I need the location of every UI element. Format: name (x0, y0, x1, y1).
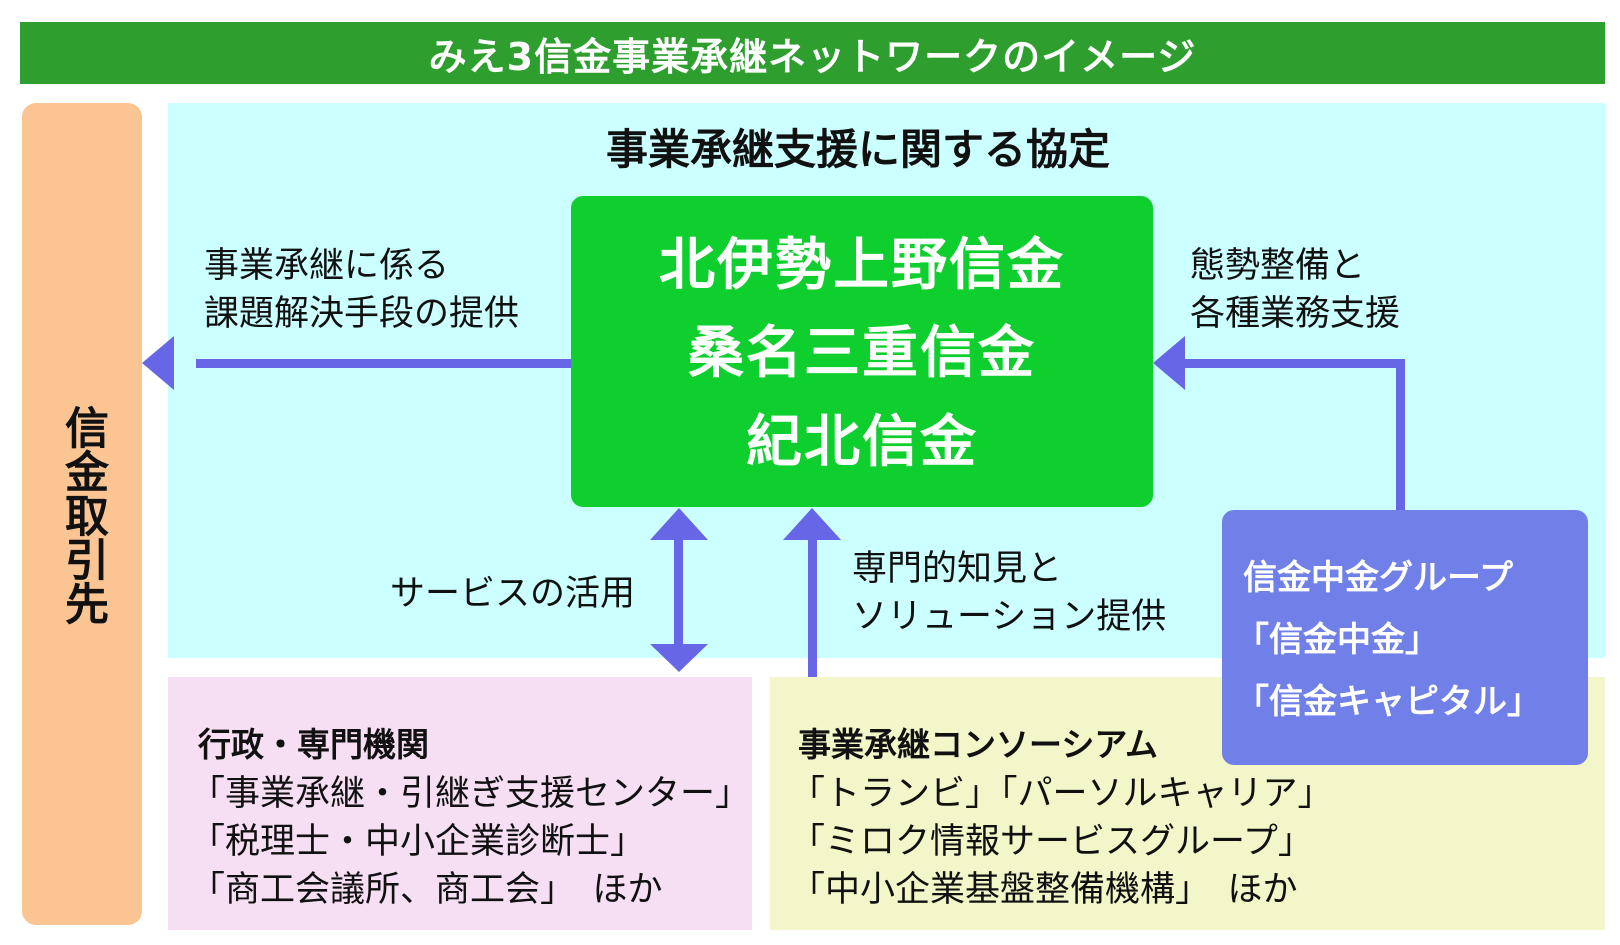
provide-arrow-shaft (196, 359, 572, 368)
provide-label-line: 課題解決手段の提供 (204, 294, 520, 334)
government-experts-item: 「商工会議所、商工会」 ほか (190, 870, 663, 910)
shinkin-central-group-box (1222, 510, 1588, 765)
expertise-label-line: ソリューション提供 (852, 597, 1167, 637)
bank-name: 紀北信金 (746, 410, 978, 475)
expertise-arrow-shaft (808, 540, 817, 677)
support-arrow-vertical (1396, 359, 1405, 511)
provide-label-line: 事業承継に係る (204, 246, 450, 286)
shinkin-group-item: 「信金中金」 (1235, 620, 1439, 660)
shinkin-group-item: 「信金キャピタル」 (1235, 682, 1541, 722)
customers-label: 信金取引先 (57, 405, 108, 625)
shinkin-banks-box (571, 196, 1153, 507)
support-arrow-head (1153, 336, 1185, 390)
diagram-title: みえ3信金事業承継ネットワークのイメージ (20, 22, 1605, 84)
support-arrow-horizontal (1180, 359, 1405, 368)
government-experts-box (168, 677, 752, 930)
agreement-title: 事業承継支援に関する協定 (605, 125, 1110, 174)
expertise-arrow-head (783, 508, 841, 540)
government-experts-heading: 行政・専門機関 (198, 725, 429, 764)
consortium-item: 「ミロク情報サービスグループ」 (790, 822, 1313, 862)
expertise-label-line: 専門的知見と (852, 549, 1063, 589)
service-arrow-shaft (674, 540, 683, 655)
provide-arrow-head (142, 336, 174, 390)
shinkin-group-heading: 信金中金グループ (1243, 558, 1513, 598)
bank-name: 桑名三重信金 (688, 321, 1036, 386)
support-label-line: 態勢整備と (1190, 246, 1366, 286)
customers-box (22, 103, 142, 925)
support-label-line: 各種業務支援 (1190, 294, 1401, 334)
government-experts-item: 「税理士・中小企業診断士」 (190, 822, 646, 862)
bank-name: 北伊勢上野信金 (659, 233, 1065, 298)
service-arrow-head-up (650, 508, 708, 540)
government-experts-item: 「事業承継・引継ぎ支援センター」 (190, 774, 751, 814)
consortium-item: 「中小企業基盤整備機構」 ほか (790, 870, 1298, 910)
consortium-item: 「トランビ」「パーソルキャリア」 (790, 774, 1333, 814)
service-arrow-head-down (650, 644, 708, 672)
consortium-heading: 事業承継コンソーシアム (798, 725, 1159, 764)
service-label: サービスの活用 (390, 574, 636, 614)
